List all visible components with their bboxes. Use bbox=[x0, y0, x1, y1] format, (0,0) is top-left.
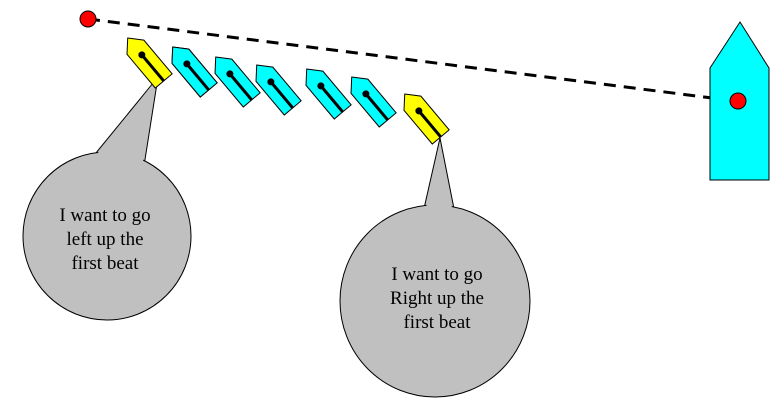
fleet-boat bbox=[350, 76, 397, 128]
bubble-right-line-1: I want to go bbox=[391, 264, 483, 285]
bubble-right-line-3: first beat bbox=[403, 312, 471, 333]
highlight-boat bbox=[403, 93, 450, 145]
fleet-boat bbox=[171, 46, 218, 98]
fleet-boat bbox=[214, 56, 261, 108]
bubble-left-text: I want to go left up the first beat bbox=[40, 204, 170, 276]
bubble-right-line-2: Right up the bbox=[390, 288, 484, 309]
bubble-left-line-3: first beat bbox=[71, 253, 139, 274]
committee-boat-mark bbox=[729, 92, 747, 110]
speech-bubble-right bbox=[339, 137, 531, 398]
fleet-boat bbox=[255, 64, 302, 116]
bubble-left-line-2: left up the bbox=[66, 229, 144, 250]
boats-layer bbox=[126, 37, 450, 145]
fleet-boat bbox=[305, 68, 352, 120]
bubble-left-line-1: I want to go bbox=[59, 205, 151, 226]
start-line bbox=[87, 17, 737, 103]
bubble-right-text: I want to go Right up the first beat bbox=[372, 263, 502, 335]
highlight-boat bbox=[126, 37, 173, 89]
speech-bubble-left bbox=[22, 75, 192, 321]
pin-end-mark bbox=[79, 10, 97, 28]
